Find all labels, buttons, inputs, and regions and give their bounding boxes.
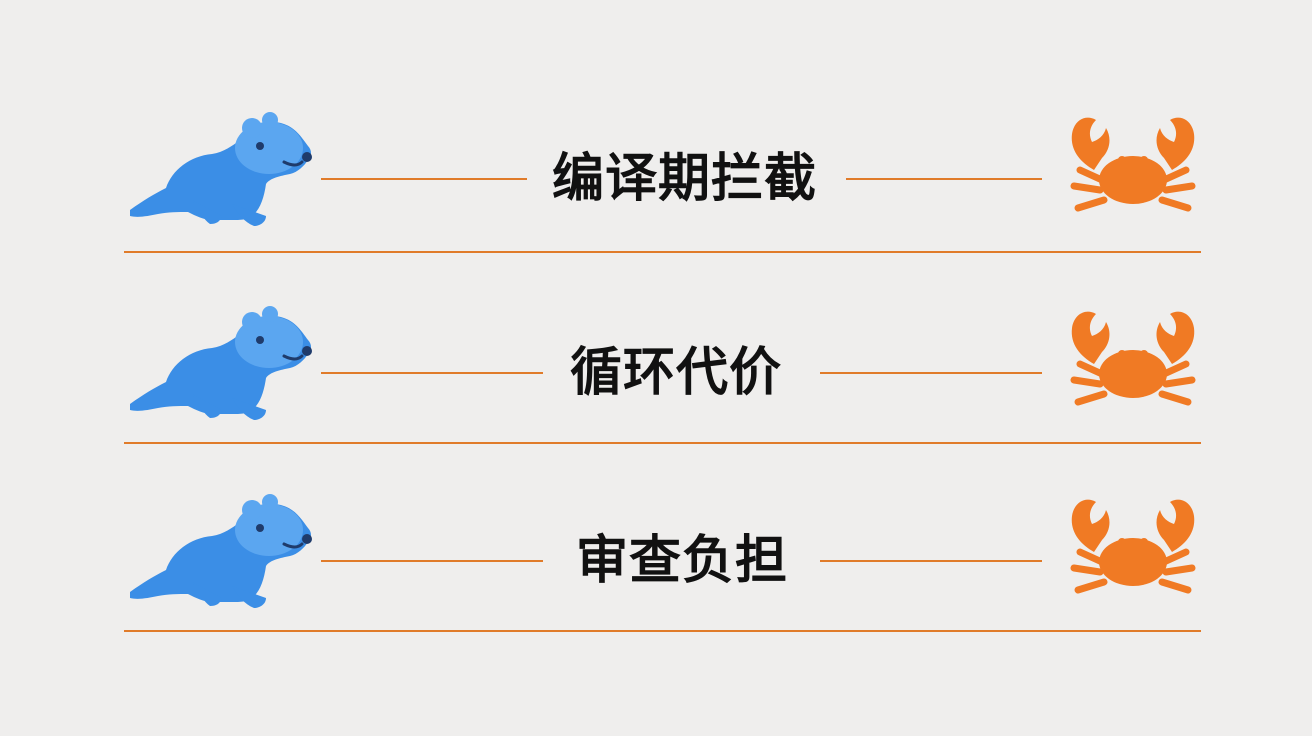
otter-icon [130, 494, 312, 608]
row-label: 编译期拦截 [552, 149, 818, 209]
left-connector-line [321, 560, 543, 562]
left-connector-line [321, 178, 527, 180]
crab-icon [1070, 117, 1196, 212]
crab-icon [1070, 499, 1196, 594]
row-divider [124, 442, 1201, 444]
comparison-row: 循环代价 [0, 298, 1312, 448]
otter-icon [130, 112, 312, 226]
comparison-row: 编译期拦截 [0, 104, 1312, 254]
row-label: 审查负担 [576, 531, 789, 591]
right-connector-line [846, 178, 1042, 180]
row-label: 循环代价 [570, 343, 783, 403]
left-connector-line [321, 372, 543, 374]
otter-icon [130, 306, 312, 420]
row-divider [124, 630, 1201, 632]
crab-icon [1070, 311, 1196, 406]
right-connector-line [820, 372, 1042, 374]
comparison-row: 审查负担 [0, 486, 1312, 636]
right-connector-line [820, 560, 1042, 562]
row-divider [124, 251, 1201, 253]
